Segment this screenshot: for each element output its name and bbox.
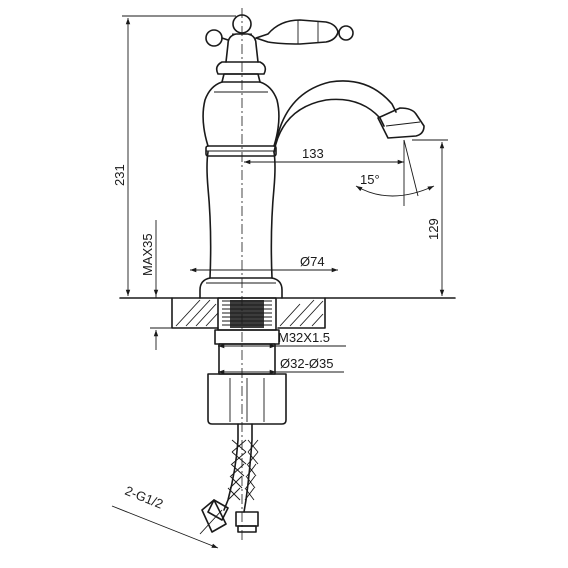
dim-spout-reach: 133 — [244, 140, 405, 206]
flex-hoses — [201, 423, 259, 533]
hole-diameter-label: Ø32-Ø35 — [280, 356, 333, 371]
spout-angle-label: 15° — [360, 172, 380, 187]
deck-surface — [119, 297, 456, 329]
total-height-label: 231 — [112, 164, 127, 186]
max-deck-label: MAX35 — [140, 233, 155, 276]
mounting-nut — [207, 329, 287, 425]
hose-connection-label: 2-G1/2 — [123, 483, 165, 512]
dim-thread: M32X1.5 — [218, 330, 346, 349]
dim-base-diameter: Ø74 — [190, 254, 338, 273]
dim-total-height: 231 — [112, 15, 236, 296]
dim-hole-diameter: Ø32-Ø35 — [218, 356, 344, 375]
dim-max-deck: MAX35 — [140, 220, 172, 350]
base-diameter-label: Ø74 — [300, 254, 325, 269]
dim-hose-connection: 2-G1/2 — [111, 483, 223, 549]
dim-spout-height: 129 — [412, 139, 448, 296]
spout-height-label: 129 — [426, 218, 441, 240]
threaded-shank — [217, 297, 277, 331]
dim-spout-angle: 15° — [355, 139, 435, 197]
spout-reach-label: 133 — [302, 146, 324, 161]
thread-label: M32X1.5 — [278, 330, 330, 345]
